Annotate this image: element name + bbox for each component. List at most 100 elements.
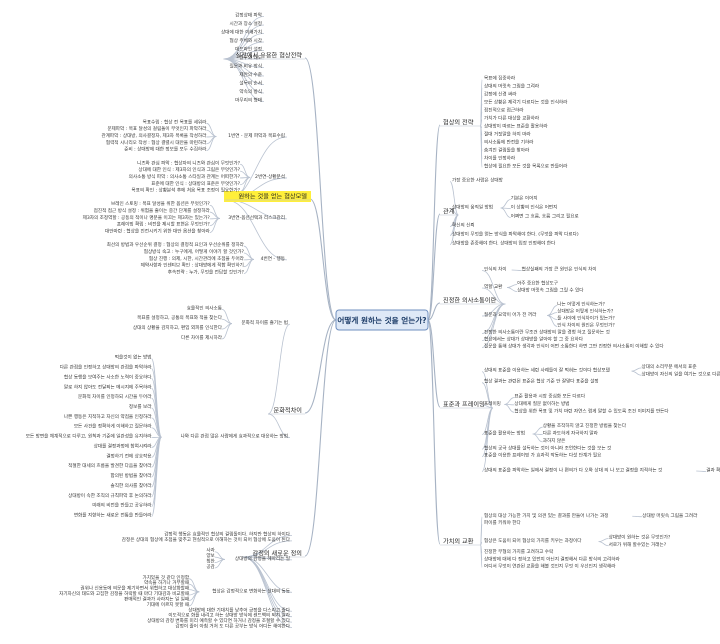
sub-item: 과하지 않은 <box>543 437 566 444</box>
branch-item: 질문을 통해 상대가 생각과 인식이 어떤 소통한다 하면 그만 진정한 의사소… <box>484 343 664 350</box>
sub-item: 상대의 상황을 감지하고, 편입 외피를 인식한다 <box>133 324 223 331</box>
connector-line <box>480 544 483 568</box>
sub-item: 상대방이 속한 조직의 규칙파악 후 논의하라 <box>68 492 152 499</box>
connector-line <box>304 319 337 557</box>
branch-item: 2번연-상황분석 <box>255 173 285 180</box>
connector-line <box>481 270 506 305</box>
sub-item: 양보 <box>206 552 214 559</box>
sub-item: 점진적 접근 방식 설정 : 위험을 줄이는 중간 단계를 설정하라 <box>94 207 211 214</box>
connector-line <box>209 204 220 219</box>
branch-item: 제안의 수준 <box>239 71 262 78</box>
sub-item: 서로가 위해 할수있는 거래는? <box>609 541 667 548</box>
sub-item: 상대의 소리부분 에서의 표준 <box>642 363 697 370</box>
connector-line <box>507 284 518 288</box>
branch-item: 마무리의 형태 <box>235 97 262 104</box>
branch-model[interactable]: 원하는 것을 얻는 협상모델 <box>238 193 307 201</box>
sub-item: 문화적 차이를 인정하되 시간을 두어라 <box>78 393 152 400</box>
branch-item: 약속의 방식 <box>239 88 262 95</box>
branch-emotion[interactable]: 감정의 새로운 정의 <box>253 550 302 558</box>
branch-item: 파이를 키워야 한다 <box>484 519 522 526</box>
branch-item: 표준을 활용하는 방법 <box>484 430 525 437</box>
connector-line <box>547 312 558 316</box>
branch-item: 상대에 대한 이해가치 <box>221 29 262 36</box>
sub-item: 상대방이 자신의 일을 여기는 것으로 다른 사람들에게 보여줄 필요한가 <box>642 370 720 377</box>
sub-item: 사과 <box>206 547 215 554</box>
connector-line <box>449 214 459 245</box>
branch-item: 감정이 줄어 아침 거처 도 다른 공부는 방식 어디든 해야한다 <box>175 623 290 630</box>
branch-highlight <box>224 191 311 202</box>
branch-culture[interactable]: 문화적차이 <box>274 407 302 415</box>
sub-item: 정보를 보라 <box>129 403 152 410</box>
branch-item: 3번연-옵션선택과 리스크관리 <box>228 214 285 221</box>
connector-line <box>242 556 293 612</box>
sub-item: 상대를 결정과정에 참여시켜라 <box>94 442 153 449</box>
sub-item: 칭찬 <box>206 558 215 565</box>
sub-item: 약속을 하기나 거부할때 <box>144 579 189 586</box>
connector-line <box>209 217 220 233</box>
sub-item: 말로 하지 않아도 전달되는 메시지에 주목하라 <box>64 383 152 390</box>
branch-relation[interactable]: 관계 <box>443 208 455 216</box>
sub-item: 판매적인 결과가 사라지는 일 일때 <box>124 595 189 602</box>
connector-line <box>632 515 643 518</box>
connector-line <box>189 589 200 593</box>
connector-line <box>427 124 441 321</box>
sub-item: 문제파악 : 목표 달성의 걸림돌이 무엇인지 파악하라 <box>107 125 207 132</box>
branch-item: 협상의 대상 가능한 가치 및 의견 있는 결과를 만들어 나가는 과정 <box>484 512 609 519</box>
connector-line <box>427 319 441 408</box>
sub-item: 합의된 방법을 찾아라 <box>111 472 153 479</box>
branch-sincere[interactable]: 진정한 의사소통이란 <box>443 297 497 305</box>
connector-line <box>481 287 506 305</box>
sub-item: 표준에 대한 인식 : 상대방의 표준은 무엇인가? <box>151 180 240 187</box>
sub-item: 프레이밍 확립 : 비전을 제시할 표현은 무엇인가? <box>117 221 211 228</box>
branch-tactics[interactable]: 실전에서 유용한 협상전략 <box>235 52 302 60</box>
sub-item: 표준 활용과 시장 중심화 모든 다르다 <box>514 393 585 400</box>
branch-item: 어디서 무엇이 연관된 교환을 해볼 것인지 무엇 이 우선인지 생각해라 <box>484 563 616 570</box>
connector-line <box>504 404 515 413</box>
branch-item: 진정한 의사소통이란 무조건 상대방의 말을 경청 하고 질문하는 것 <box>484 329 610 336</box>
branch-item: 상대의 표준을 파악하는 일에서 결정이 나 편의가 다 오와 상대 의 나 보… <box>484 467 662 474</box>
branch-item: 1번연 - 문제 파악과 목표수립 <box>228 132 285 139</box>
branch-item: 상대방을 존중해야 한다. 상대방의 입장 인정해야 한다 <box>452 240 556 247</box>
connector-line <box>189 591 200 607</box>
sub-item: 대안마련 : 협상을 진전시키기 위한 대안 옵션을 찾아라 <box>105 228 211 235</box>
branch-item: 차이를 인정하라 <box>484 155 516 162</box>
sub-item: 둘 사이에 인식차이가 있는가? <box>557 315 615 322</box>
branch-item: 협상 결과는 관련된 표준은 협상 기준 안 잘맞다 표준을 설정 <box>484 378 599 385</box>
branch-item: 감정에 신경 써라 <box>484 91 517 98</box>
connector-line <box>481 303 506 334</box>
branch-item: 숨겨진 걸림돌을 찾아라 <box>484 147 530 154</box>
branch-item: 감정상태 파악 <box>235 12 263 19</box>
connector-line <box>243 258 255 274</box>
sub-item: 미래의 비전을 만들고 공유하라 <box>92 502 152 509</box>
central-topic[interactable] <box>335 309 429 331</box>
branch-item: 절대 거짓말을 하지 마라 <box>484 131 531 138</box>
branch-exchange[interactable]: 가치의 교환 <box>443 538 474 546</box>
sub-item: 다른 과도하게 자극하지 말라 <box>543 430 599 437</box>
sub-item: 자기자신의 태도와 고집한 감정을 허락할 때 마다 기대감과 비교할때 <box>59 590 189 597</box>
sub-item: 모든 방면을 체계적으로 다루고, 원칙과 기준에 일관성을 유지하라 <box>26 433 153 440</box>
connector-line <box>304 57 337 321</box>
connector-line <box>206 136 217 152</box>
sub-item: 나쁜 행동은 지적하고 자신의 약점을 인정하라 <box>64 413 152 420</box>
sub-item: 최선의 방법과 우선순위 결정 : 협상의 결정적 요인과 우선순위를 정하라 <box>107 241 245 248</box>
branch-item: 의사소통에 만전을 기하라 <box>484 139 534 146</box>
sub-item: 상황을 조작하지 않고 진정한 방법을 찾는다 <box>543 422 627 429</box>
branch-item: 상대의 머릿속 그림을 그려라 <box>484 83 540 90</box>
sub-item: 목표를 설정하고, 공통의 목표와 적을 찾는다 <box>137 314 223 321</box>
branch-standards[interactable]: 표준과 프레이밍 <box>443 401 485 409</box>
connector-line <box>481 303 506 348</box>
sub-item: 협상 동행을 보여주는 사소한 노력이 중요하다 <box>64 373 152 380</box>
connector-line <box>214 558 225 569</box>
connector-line <box>500 199 511 209</box>
sub-item: 결정하기 전에 상호작용 <box>106 452 151 459</box>
branch-item: 시간과 장소 설정 <box>229 20 262 27</box>
sub-item: 결과 확정적으로 한 주주의 않은 것이 우선 <box>706 467 720 474</box>
connector-line <box>221 323 233 340</box>
connector-line <box>304 319 337 414</box>
branch-item: 가치가 다른 대상을 교환하라 <box>484 115 540 122</box>
connector-line <box>532 426 543 435</box>
branch-item: 진정한 무형의 가치를 고려하고 수락 <box>484 548 554 555</box>
branch-strategy[interactable]: 협상의 전략 <box>443 119 474 127</box>
connector-line <box>631 370 642 376</box>
branch-item: 역할 교환 <box>484 283 503 290</box>
